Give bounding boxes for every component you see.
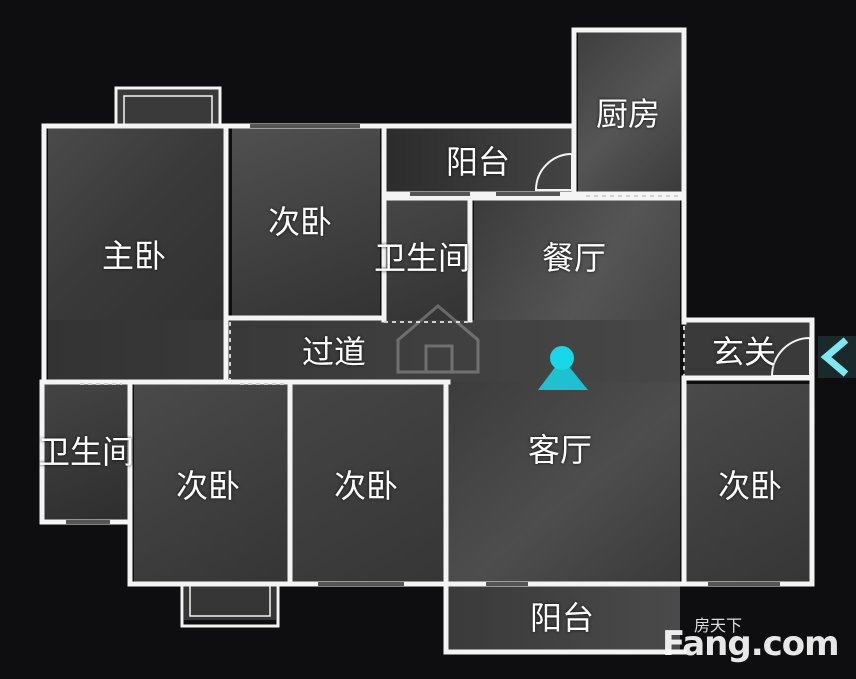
corridor-label: 过道 [302,333,367,371]
living-room-floor [448,382,680,582]
bay-window-bottom-floor [184,584,276,620]
openings [80,195,685,385]
top-balcony-floor [386,128,576,194]
balcony-door-arc [534,152,573,191]
watermark-brand: 房天下 [694,616,743,635]
second-bedroom-2-label: 次卧 [334,467,399,505]
balcony-bottom-label: 阳台 [530,599,595,637]
bedroom-right-floor [684,384,810,582]
windows [66,124,780,586]
second-bedroom-top-floor [232,128,380,318]
bay-window-top-floor [116,88,220,128]
master-bedroom-label: 主卧 [102,237,167,275]
bedroom-2-floor [292,384,446,582]
walls [39,27,815,655]
foyer-label: 玄关 [712,333,777,371]
kitchen-floor [578,32,682,194]
logo-watermark [396,304,480,374]
second-bedroom-right-label: 次卧 [718,467,783,505]
bedroom-1-floor [134,384,288,582]
bathroom-left-floor [44,384,130,520]
watermark-site: Fang.com [662,624,840,664]
location-cone-icon [538,346,588,390]
bathroom-mid-floor [384,198,470,322]
entrance-arrow-icon [818,336,856,378]
second-bedroom-top-label: 次卧 [268,203,333,241]
bathroom-left-label: 卫生间 [38,433,135,471]
second-bedroom-1-label: 次卧 [176,467,241,505]
dining-label: 餐厅 [542,239,607,277]
kitchen-label: 厨房 [596,95,661,133]
living-room-label: 客厅 [528,431,593,469]
dining-floor [474,198,680,322]
balcony-top-label: 阳台 [446,143,511,181]
bathroom-mid-label: 卫生间 [374,239,471,277]
foyer-floor [684,320,812,380]
foyer-door-arc [770,336,811,377]
corridor-floor [48,320,680,382]
bottom-balcony-floor [444,586,680,652]
